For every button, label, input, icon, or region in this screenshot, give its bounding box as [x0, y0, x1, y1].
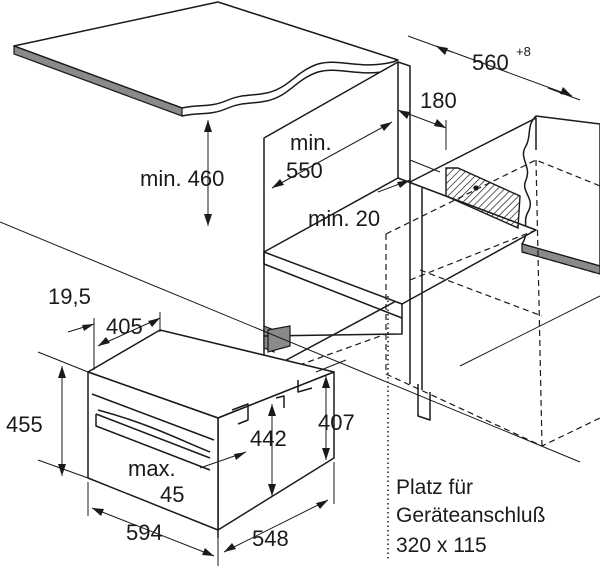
label-550: 550 — [286, 158, 323, 183]
countertop-right — [521, 115, 600, 275]
label-560: 560 — [472, 50, 509, 75]
label-180: 180 — [420, 88, 457, 113]
note-line-1: Platz für — [396, 476, 473, 499]
note-line-2: Geräteanschluß — [396, 504, 545, 527]
label-min-460: min. 460 — [140, 166, 224, 191]
countertop-left — [13, 1, 399, 117]
label-594: 594 — [126, 520, 163, 545]
label-560-tolerance: +8 — [516, 44, 531, 59]
label-442: 442 — [250, 426, 287, 451]
dimension-labels: 560 +8 180 min. 550 min. 460 min. 20 19,… — [6, 44, 531, 551]
label-min-depth: min. — [290, 130, 332, 155]
label-19-5: 19,5 — [48, 284, 91, 309]
label-455: 455 — [6, 412, 43, 437]
label-548: 548 — [252, 526, 289, 551]
label-407: 407 — [318, 410, 355, 435]
countertop-right-dashed-edge — [521, 251, 600, 275]
label-min-20: min. 20 — [308, 206, 380, 231]
label-45: 45 — [160, 482, 184, 507]
connection-note: Platz für Geräteanschluß 320 x 115 — [396, 476, 545, 557]
dimension-lines — [37, 35, 581, 566]
note-line-3: 320 x 115 — [396, 534, 487, 557]
label-405: 405 — [106, 314, 143, 339]
oven-illustration — [87, 329, 335, 538]
cabinet-structure — [0, 61, 600, 560]
label-max: max. — [128, 456, 176, 481]
